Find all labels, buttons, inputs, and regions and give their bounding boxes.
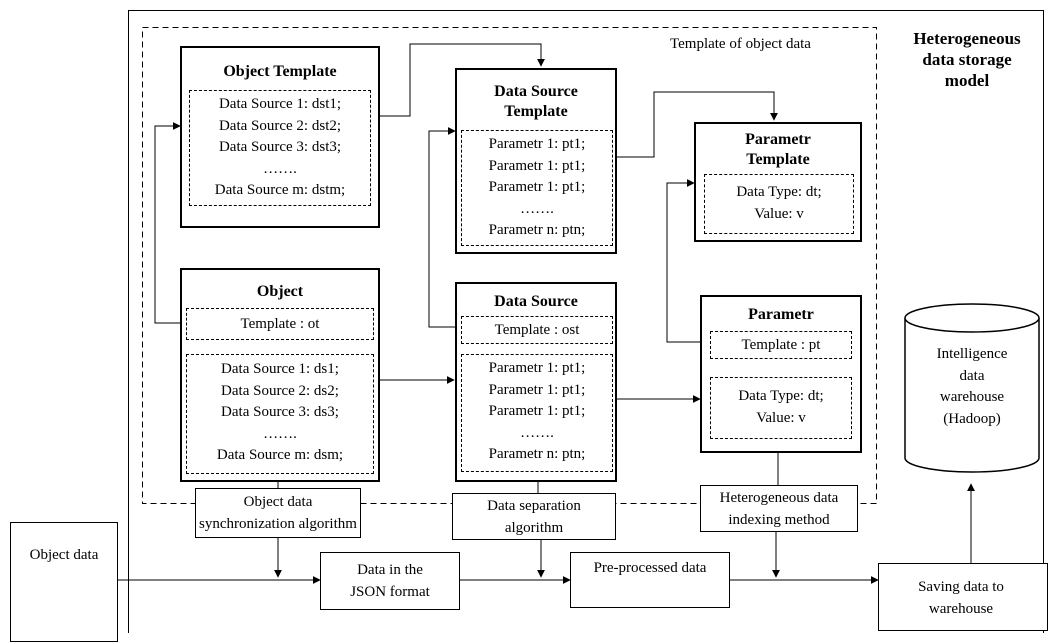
list-item: Data Source m: dstm; <box>214 182 346 198</box>
list-item: Parametr 1: pt1; <box>488 381 586 398</box>
list-item: Data Source 3: ds3; <box>221 404 339 420</box>
list-item: Parametr n: ptn; <box>488 222 586 238</box>
list-item: Parametr 1: pt1; <box>488 360 586 376</box>
arrow-data-source-to-ds-template <box>428 127 462 328</box>
list-item: Parametr 1: pt1; <box>488 136 586 152</box>
template-area-label: Template of object data <box>670 36 811 52</box>
list-item: Data Source m: dsm; <box>216 447 344 463</box>
arrow-object-to-object-template <box>154 122 184 324</box>
indexing-method-box: Heterogeneous data indexing method <box>700 485 858 532</box>
list-item: ……. <box>520 200 554 217</box>
object-template-box: Object Template Data Source 1: dst1; Dat… <box>180 46 380 228</box>
data-source-box: Data Source Template : ost Parametr 1: p… <box>455 282 617 482</box>
data-source-template-params: Parametr 1: pt1; Parametr 1: pt1; Parame… <box>461 130 613 246</box>
parametr-box: Parametr Template : pt Data Type: dt; Va… <box>700 295 862 453</box>
warehouse-label: Intelligence data warehouse (Hadoop) <box>936 346 1008 427</box>
arrow-parametr-to-param-template <box>666 179 710 343</box>
preprocessed-data-box: Pre-processed data <box>570 552 730 608</box>
parametr-fields: Data Type: dt; Value: v <box>710 377 852 439</box>
list-item: ……. <box>520 424 554 441</box>
warehouse-cylinder <box>904 303 1040 473</box>
list-item: Data Source 3: dst3; <box>218 139 342 155</box>
data-source-template-title: Data Source Template <box>494 83 578 120</box>
saving-data-box: Saving data to warehouse <box>878 563 1048 631</box>
object-template-title: Object Template <box>223 63 337 80</box>
parametr-template-ref: Template : pt <box>710 331 852 359</box>
parametr-template-box: Parametr Template Data Type: dt; Value: … <box>694 122 862 242</box>
data-source-template-ref: Template : ost <box>461 316 613 344</box>
object-template-sources: Data Source 1: dst1; Data Source 2: dst2… <box>189 90 371 206</box>
list-item: Data Source 1: ds1; <box>221 361 339 377</box>
parametr-template-fields: Data Type: dt; Value: v <box>704 174 854 234</box>
object-box: Object Template : ot Data Source 1: ds1;… <box>180 268 380 482</box>
json-format-box: Data in the JSON format <box>320 552 460 610</box>
parametr-title: Parametr <box>748 306 814 323</box>
object-title: Object <box>256 283 304 300</box>
list-item: ……. <box>263 160 297 177</box>
separation-algorithm-box: Data separation algorithm <box>452 493 616 540</box>
arrow-object-template-to-ds-template <box>380 43 545 117</box>
arrow-ds-template-to-param-template <box>616 91 778 158</box>
model-frame <box>128 10 1044 633</box>
list-item: Data Source 2: dst2; <box>218 117 342 134</box>
list-item: Parametr 1: pt1; <box>488 403 586 419</box>
object-data-box: Object data <box>10 522 118 642</box>
object-sources: Data Source 1: ds1; Data Source 2: ds2; … <box>186 354 374 474</box>
list-item: Parametr 1: pt1; <box>488 157 586 174</box>
list-item: Data Source 1: dst1; <box>218 96 342 112</box>
template-area-frame <box>142 27 877 504</box>
data-source-params: Parametr 1: pt1; Parametr 1: pt1; Parame… <box>461 354 613 472</box>
list-item: Parametr n: ptn; <box>488 446 586 462</box>
sync-algorithm-box: Object data synchronization algorithm <box>195 488 361 538</box>
parametr-template-title: Parametr Template <box>745 131 811 168</box>
data-source-title: Data Source <box>494 293 578 310</box>
data-source-template-box: Data Source Template Parametr 1: pt1; Pa… <box>455 68 617 254</box>
list-item: Data Source 2: ds2; <box>221 382 339 399</box>
model-label: Heterogeneous data storage model <box>913 29 1021 90</box>
object-template-ref: Template : ot <box>186 308 374 340</box>
list-item: ……. <box>263 425 297 442</box>
list-item: Parametr 1: pt1; <box>488 179 586 195</box>
